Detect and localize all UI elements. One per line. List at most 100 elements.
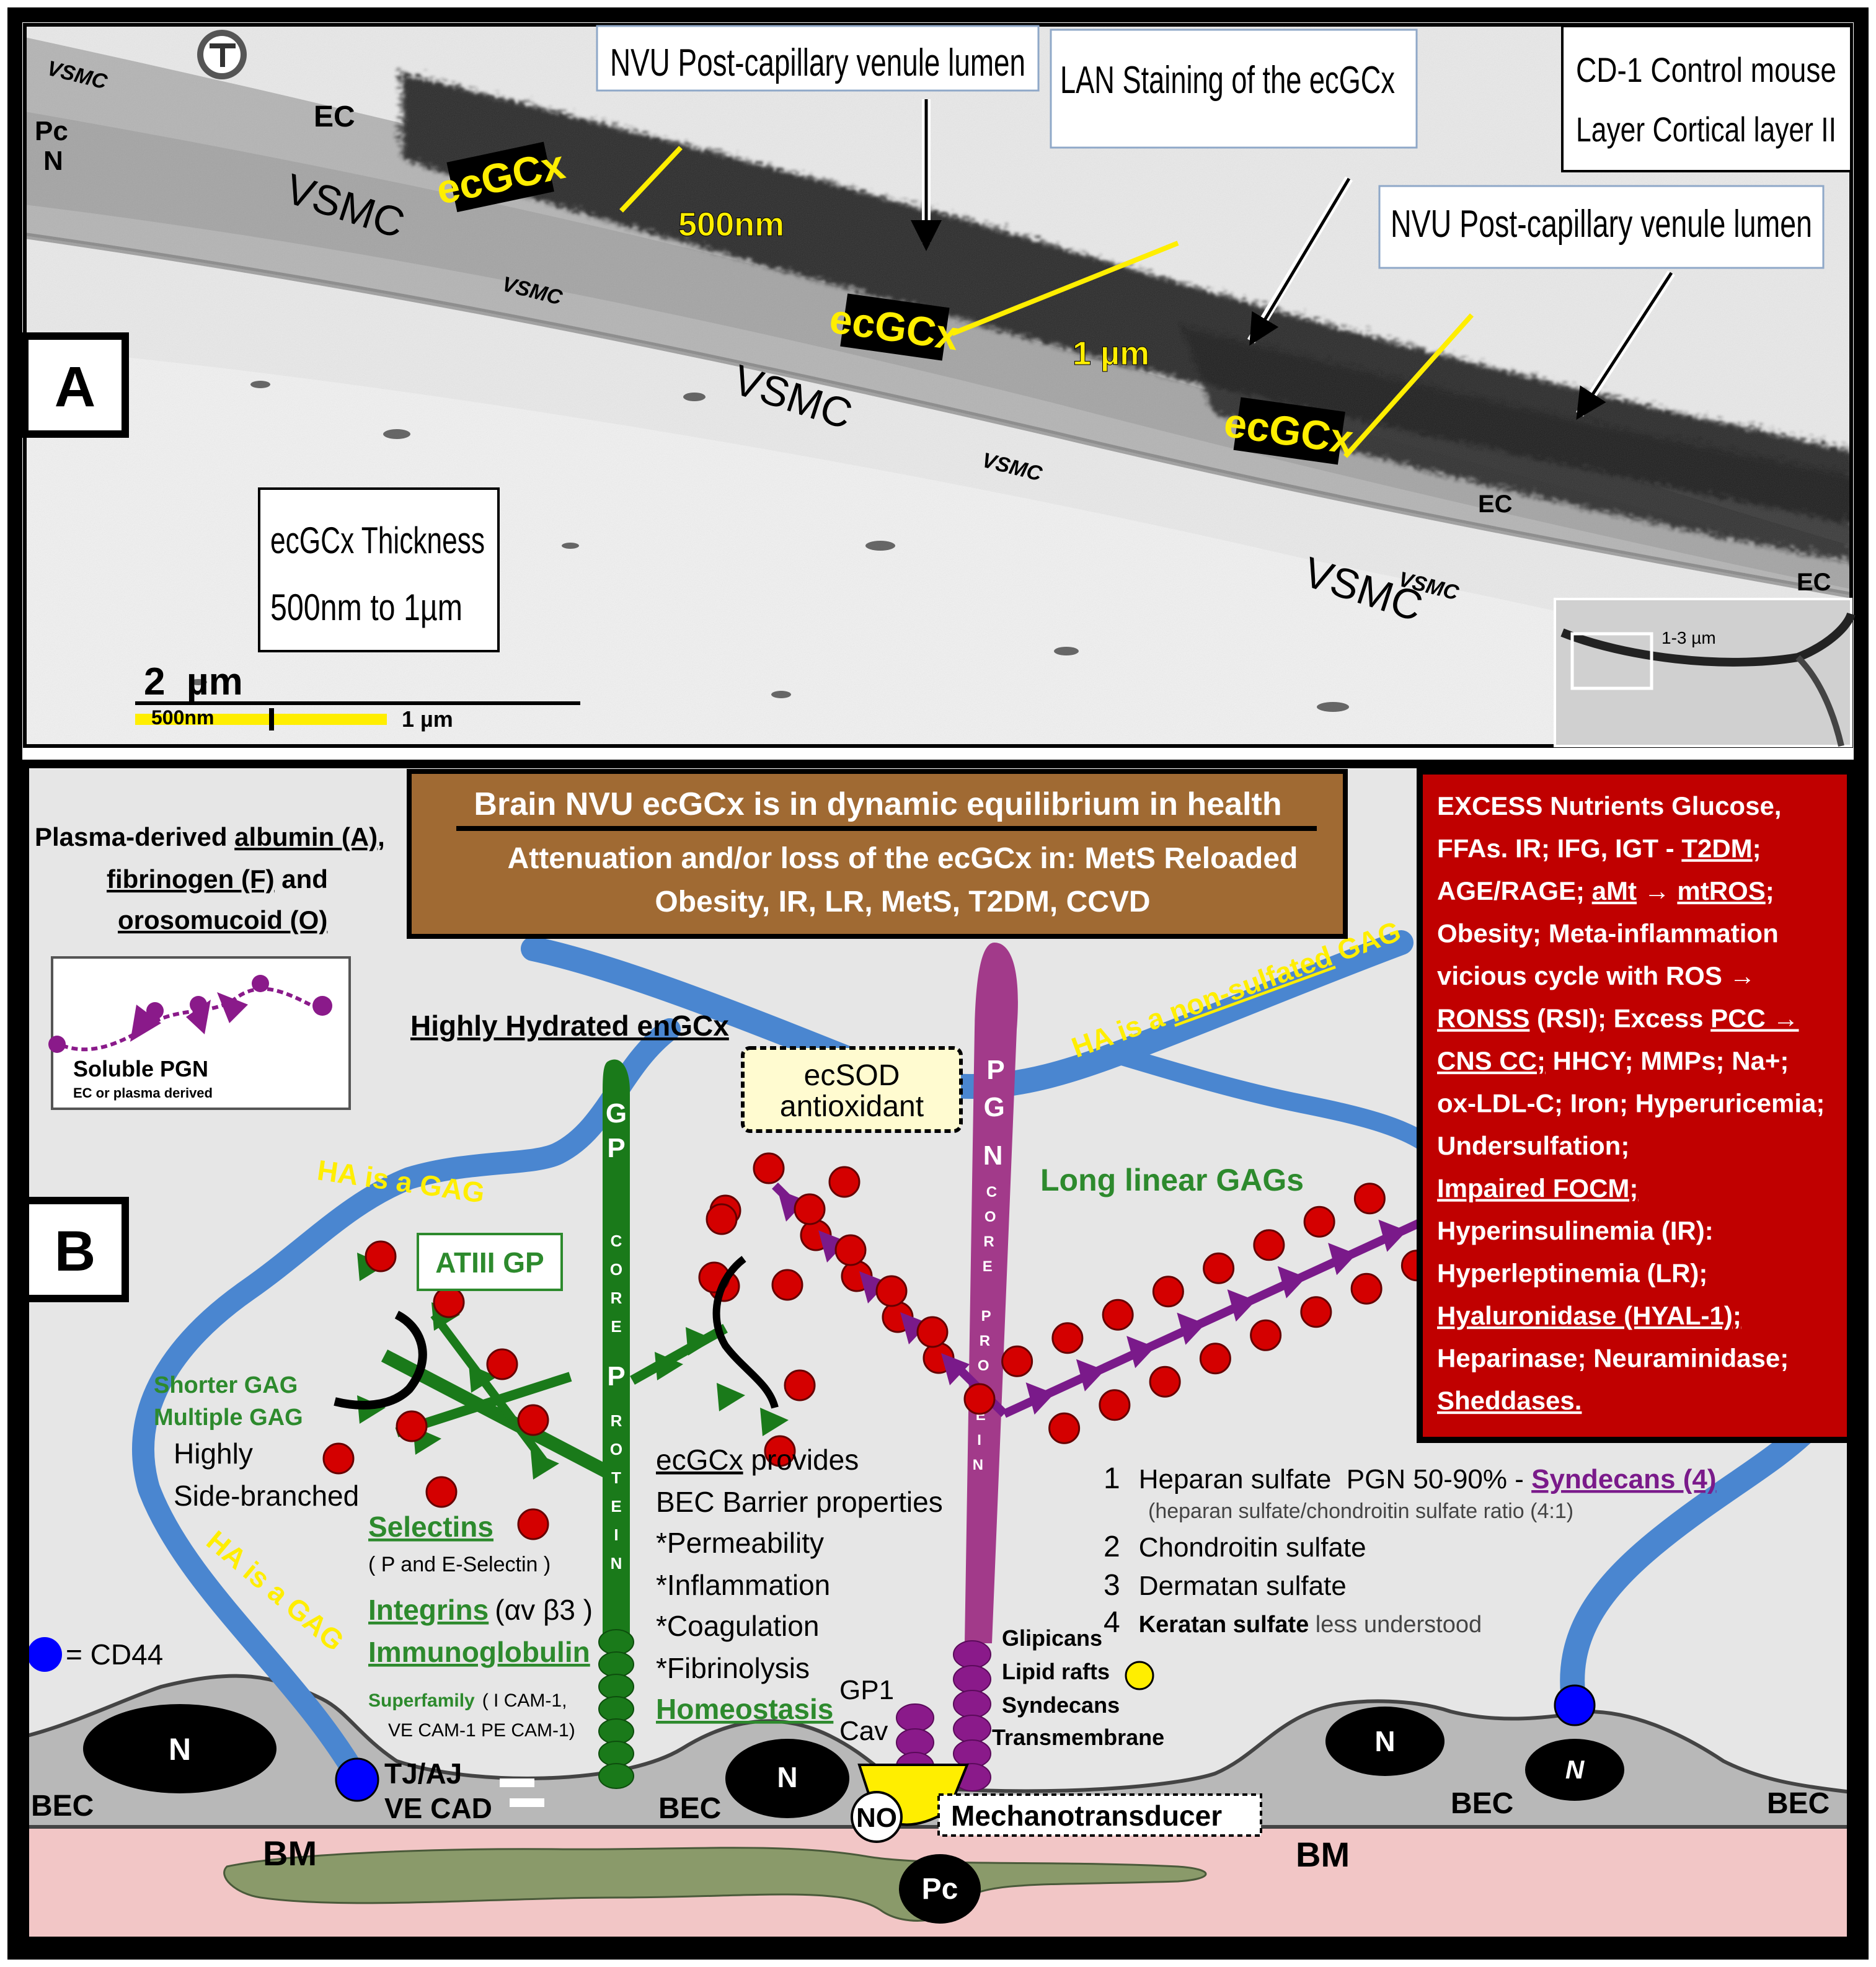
svg-text:N: N: [1374, 1725, 1395, 1757]
svg-text:Pc: Pc: [922, 1873, 958, 1906]
excess-segment: FFAs. IR; IFG, IGT -: [1437, 834, 1681, 863]
excess-line: Sheddases.: [1437, 1386, 1582, 1415]
gp-core-letter: R: [611, 1411, 622, 1430]
excess-segment: mtROS: [1677, 876, 1765, 905]
ha-strand-mid: [1107, 1045, 1448, 1163]
shorter-gag: Shorter GAG: [154, 1372, 298, 1398]
pgn-core-letter: P: [986, 1055, 1004, 1085]
excess-segment: Hyperleptinemia (LR);: [1437, 1259, 1707, 1288]
gag-red-circle: [828, 1166, 861, 1198]
gag-triangle: [941, 1353, 970, 1385]
title-line-2: Attenuation and/or loss of the ecGCx in:…: [508, 842, 1298, 875]
bec-nucleus-4: [1525, 1739, 1624, 1801]
excess-segment: PCC →: [1710, 1004, 1799, 1033]
gag-triangle: [1177, 1312, 1206, 1345]
inset-image: 1-3 µm: [1554, 598, 1856, 747]
excess-line: ox-LDL-C; Iron; Hyperuricemia;: [1437, 1089, 1825, 1118]
gag-red-circle: [1353, 1183, 1386, 1215]
gag-red-circle: [1051, 1322, 1084, 1354]
green-gag-red-circle: [517, 1508, 549, 1540]
svg-text:EC: EC: [1478, 491, 1513, 518]
highly-label: Highly: [174, 1437, 253, 1470]
excess-line: vicious cycle with ROS →: [1437, 961, 1756, 990]
transmembrane-label: Transmembrane: [992, 1725, 1164, 1750]
scale-main-label: 2 µm: [144, 660, 243, 703]
green-triangle: [717, 1383, 745, 1411]
gag-triangle: [1328, 1243, 1357, 1276]
gag-red-circle: [794, 1193, 826, 1225]
svg-text:500nm to 1µm: 500nm to 1µm: [270, 587, 462, 628]
homeostasis-label: Homeostasis: [656, 1693, 833, 1725]
no-circle: [851, 1791, 903, 1843]
svg-text:EC: EC: [1797, 569, 1831, 596]
excess-segment: ;: [1753, 834, 1761, 863]
excess-line: Hyperleptinemia (LR);: [1437, 1259, 1707, 1288]
gag-decorations: [709, 1152, 1433, 1444]
hs-ratio: (heparan sulfate/chondroitin sulfate rat…: [1148, 1499, 1573, 1523]
excess-line: RONSS (RSI); Excess PCC →: [1437, 1004, 1799, 1033]
provides-item-2: *Permeability: [656, 1527, 824, 1559]
excess-line: CNS CC; HHCY; MMPs; Na+;: [1437, 1046, 1789, 1075]
scale-1um-label: 1 µm: [402, 706, 453, 732]
gag-red-circle: [875, 1275, 908, 1307]
bm-labels: BM BM: [263, 1834, 1350, 1874]
provides-title: ecGCx provides: [656, 1444, 859, 1476]
green-gag-red-circle: [396, 1410, 428, 1442]
gag-red-circle: [1199, 1343, 1231, 1375]
svg-text:N: N: [1565, 1755, 1585, 1784]
scale-bars: 2 µm 500nm 1 µm: [135, 660, 580, 732]
plasma-line-1: Plasma-derived albumin (A),: [35, 822, 385, 851]
excess-segment: Impaired FOCM;: [1437, 1174, 1638, 1203]
tj-aj-bar-1: [500, 1778, 534, 1787]
gag-red-circle: [1253, 1229, 1285, 1261]
svg-text:BEC: BEC: [31, 1790, 94, 1823]
excess-segment: CNS CC;: [1437, 1046, 1546, 1075]
gp-core-letter: P: [607, 1133, 625, 1163]
excess-segment: AGE/RAGE;: [1437, 876, 1592, 905]
bec-nucleus-1: [83, 1704, 277, 1793]
immunoglobulin-label: Immunoglobulin: [368, 1636, 590, 1668]
cav-label: Cav: [839, 1716, 888, 1746]
excess-text: EXCESS Nutrients Glucose, FFAs. IR; IFG, …: [1437, 791, 1825, 1415]
cd44-dot-2: [1554, 1684, 1596, 1726]
excess-segment: Undersulfation;: [1437, 1131, 1629, 1160]
gag-triangle: [1126, 1336, 1156, 1369]
atiii-box: ATIII GP: [417, 1233, 563, 1291]
panel-a-label: A: [55, 355, 95, 419]
highly-hydrated: Highly Hydrated enGCx: [410, 1010, 729, 1042]
vcam-label: VE CAM-1 PE CAM-1): [388, 1720, 575, 1741]
excess-segment: HHCY; MMPs; Na+;: [1546, 1046, 1789, 1075]
excess-segment: (RSI); Excess: [1529, 1004, 1710, 1033]
tj-aj-label: TJ/AJ: [384, 1757, 462, 1790]
pgn-core-beads: [896, 1640, 991, 1792]
pgn-core-protein: PGNCOREPROTEIN: [896, 943, 1018, 1792]
gp-core-letter: P: [607, 1361, 625, 1392]
inset-label: 1-3 µm: [1661, 628, 1716, 647]
gag-red-circle: [916, 1316, 949, 1348]
cd1-box: CD-1 Control mouse Layer Cortical layer …: [1561, 25, 1852, 172]
pgn-core-letter: O: [978, 1357, 989, 1374]
svg-text:CD-1 Control mouse: CD-1 Control mouse: [1576, 50, 1836, 89]
black-hook-2: [712, 1256, 779, 1409]
svg-text:EC: EC: [314, 100, 355, 133]
gag-red-circle: [1350, 1272, 1383, 1305]
excess-segment: EXCESS Nutrients Glucose,: [1437, 791, 1781, 820]
excess-line: FFAs. IR; IFG, IGT - T2DM;: [1437, 834, 1761, 863]
excess-segment: ;: [1766, 876, 1774, 905]
gag-triangle: [1277, 1266, 1306, 1299]
gag-triangle: [900, 1312, 929, 1344]
gag-red-circle: [1250, 1319, 1282, 1351]
gag-triangle: [1227, 1289, 1256, 1322]
gag-triangle: [777, 1189, 806, 1222]
ha-strand-left: [132, 1018, 681, 1788]
svg-text:BEC: BEC: [1767, 1787, 1830, 1820]
green-gag-red-circle: [425, 1476, 458, 1508]
green-triangle: [469, 1364, 497, 1393]
gp-core-letter: O: [610, 1440, 622, 1459]
cd44-legend-text: = CD44: [66, 1638, 163, 1671]
excess-line: Impaired FOCM;: [1437, 1174, 1638, 1203]
